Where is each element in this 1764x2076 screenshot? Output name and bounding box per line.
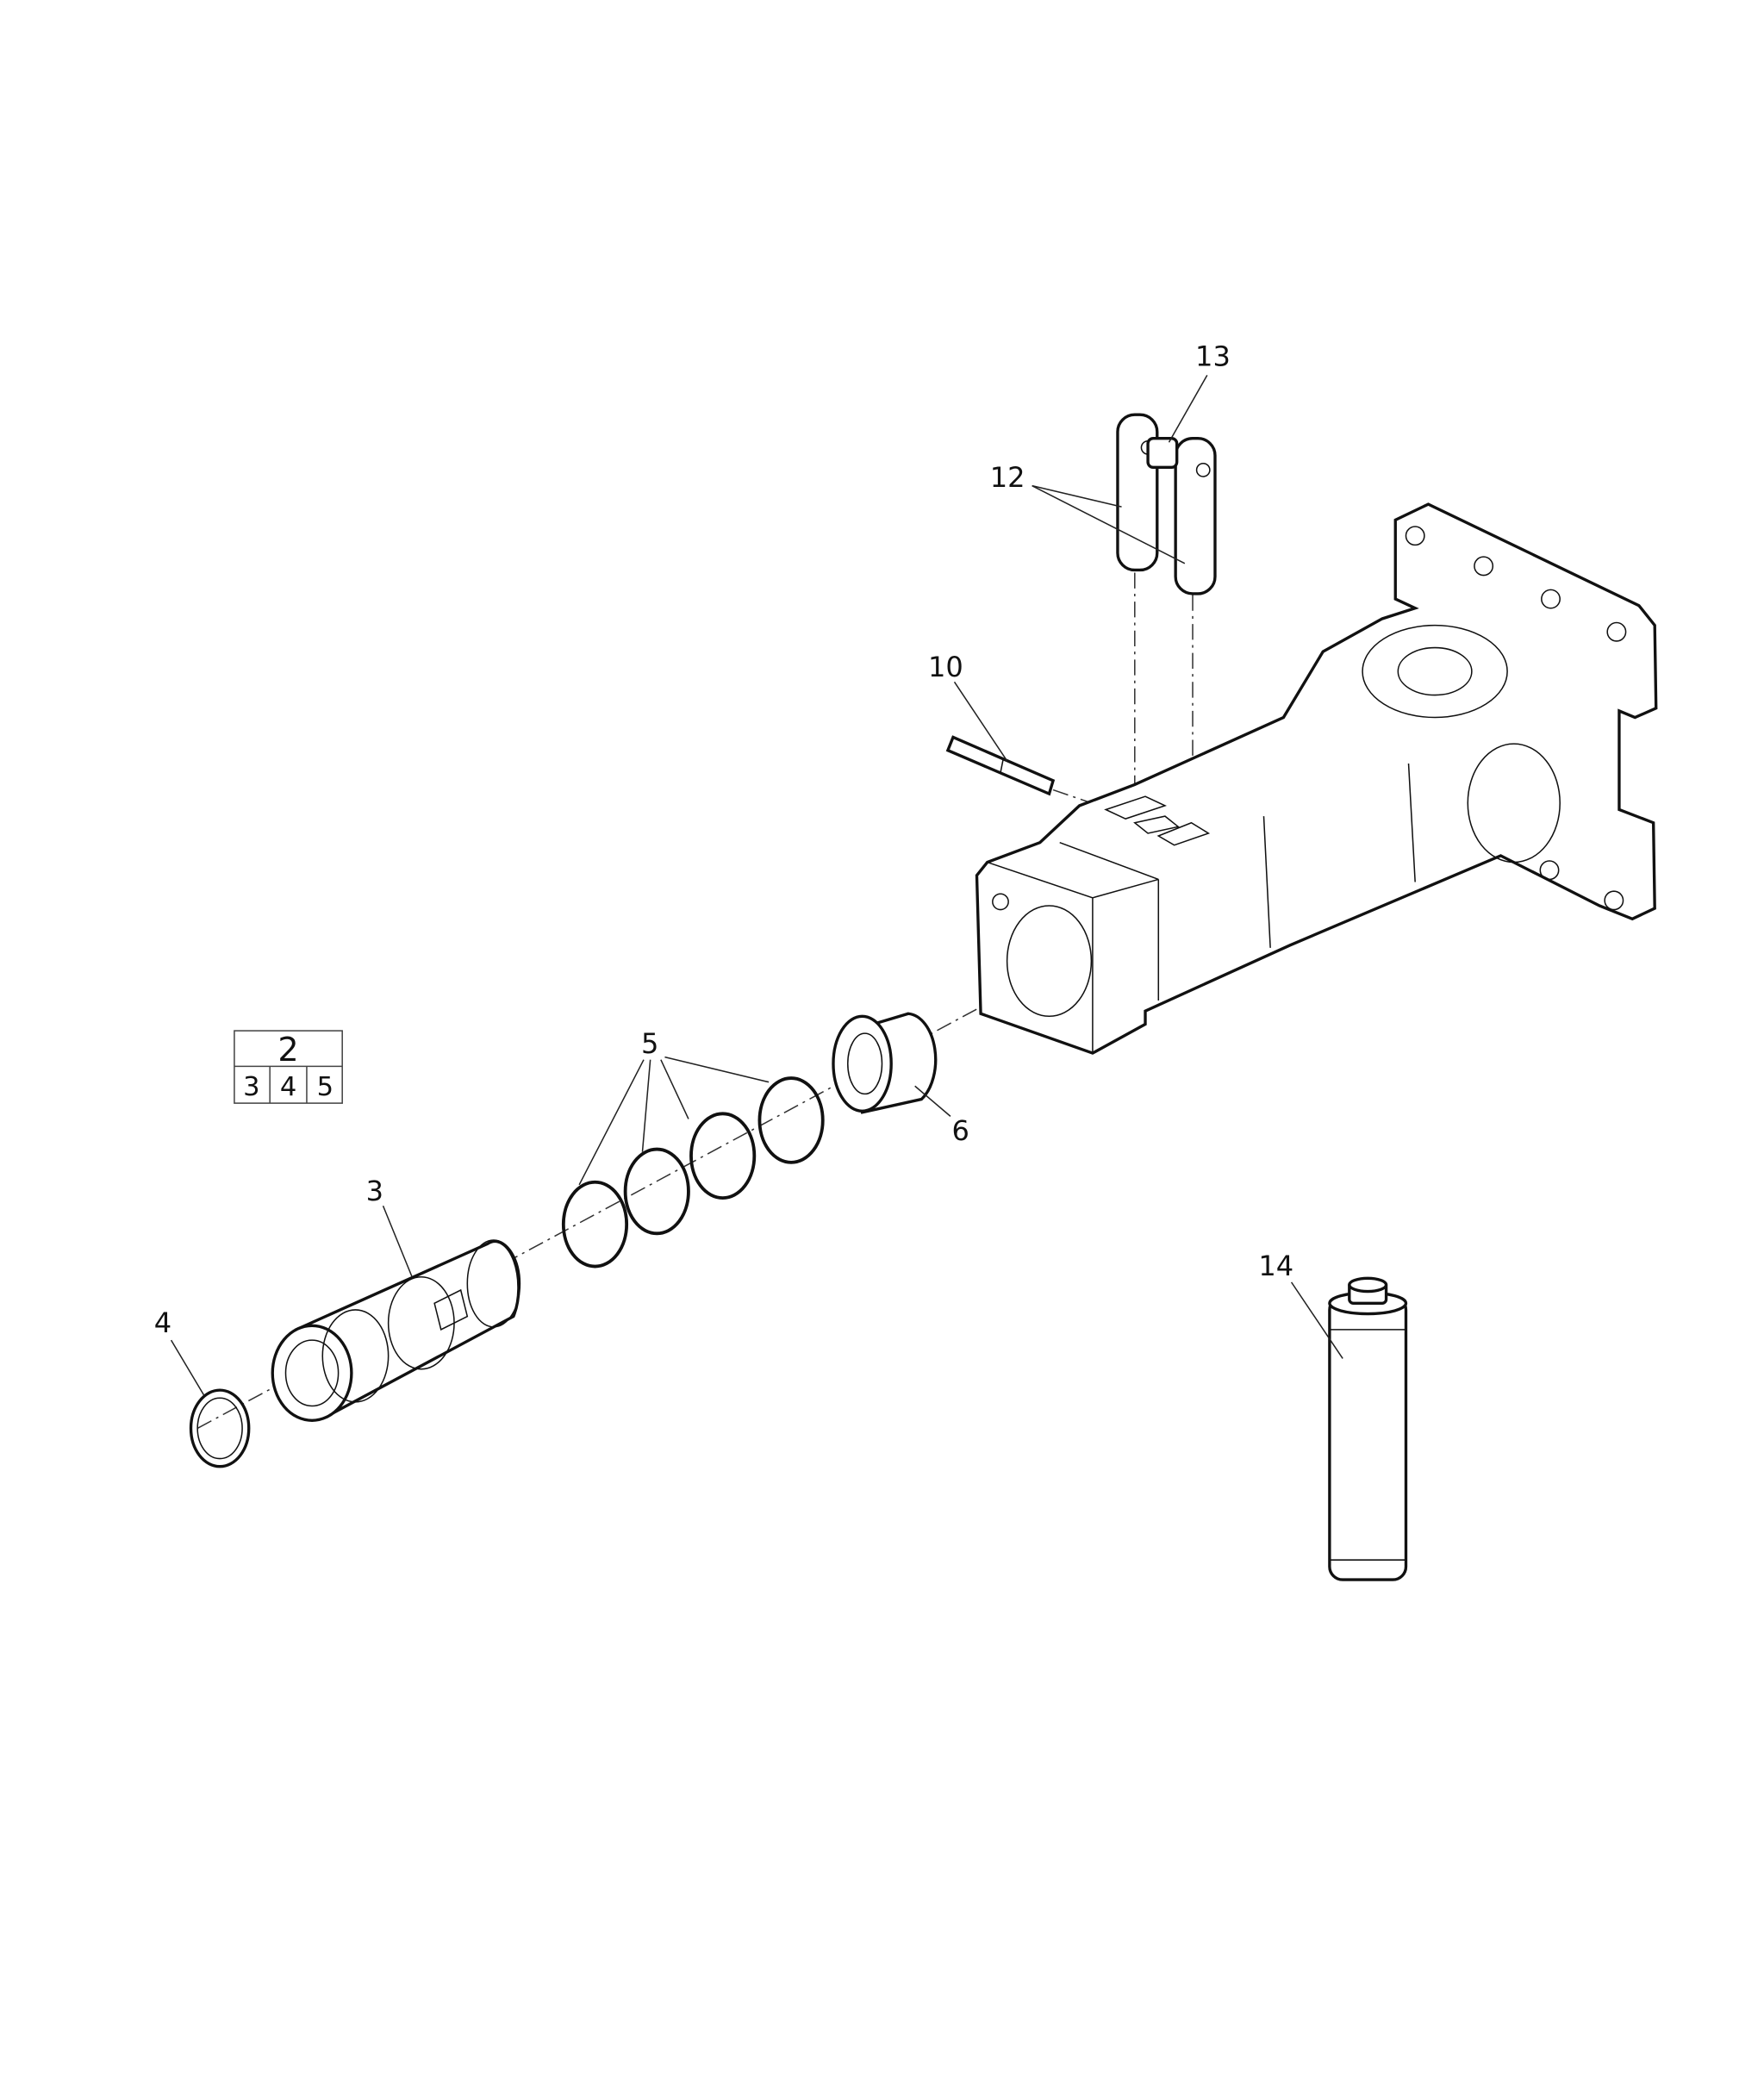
callout-12: 12 [990, 461, 1025, 494]
axle-housing [975, 502, 1658, 1055]
callout-14: 14 [1258, 1250, 1293, 1282]
seal-rings-5 [561, 1076, 825, 1269]
leader-lines [170, 374, 1343, 1396]
callout-5: 5 [641, 1027, 658, 1060]
callout-10: 10 [928, 651, 963, 683]
callout-3: 3 [366, 1175, 383, 1207]
spool-3 [271, 1239, 521, 1422]
kit-item: 5 [317, 1072, 333, 1102]
pin-12 [1116, 413, 1217, 595]
callout-13: 13 [1195, 340, 1231, 373]
clip-13 [1146, 437, 1179, 469]
kit-item: 3 [243, 1072, 259, 1102]
kit-reference-box: 2 3 4 5 [234, 1030, 343, 1104]
callout-4: 4 [154, 1306, 171, 1339]
callout-6: 6 [951, 1114, 969, 1147]
rod-10 [945, 735, 1056, 796]
kit-item: 4 [280, 1072, 296, 1102]
bushing-6 [832, 1012, 938, 1114]
ring-4 [189, 1388, 251, 1468]
cartridge-14 [1328, 1276, 1408, 1581]
kit-title: 2 [277, 1032, 298, 1069]
